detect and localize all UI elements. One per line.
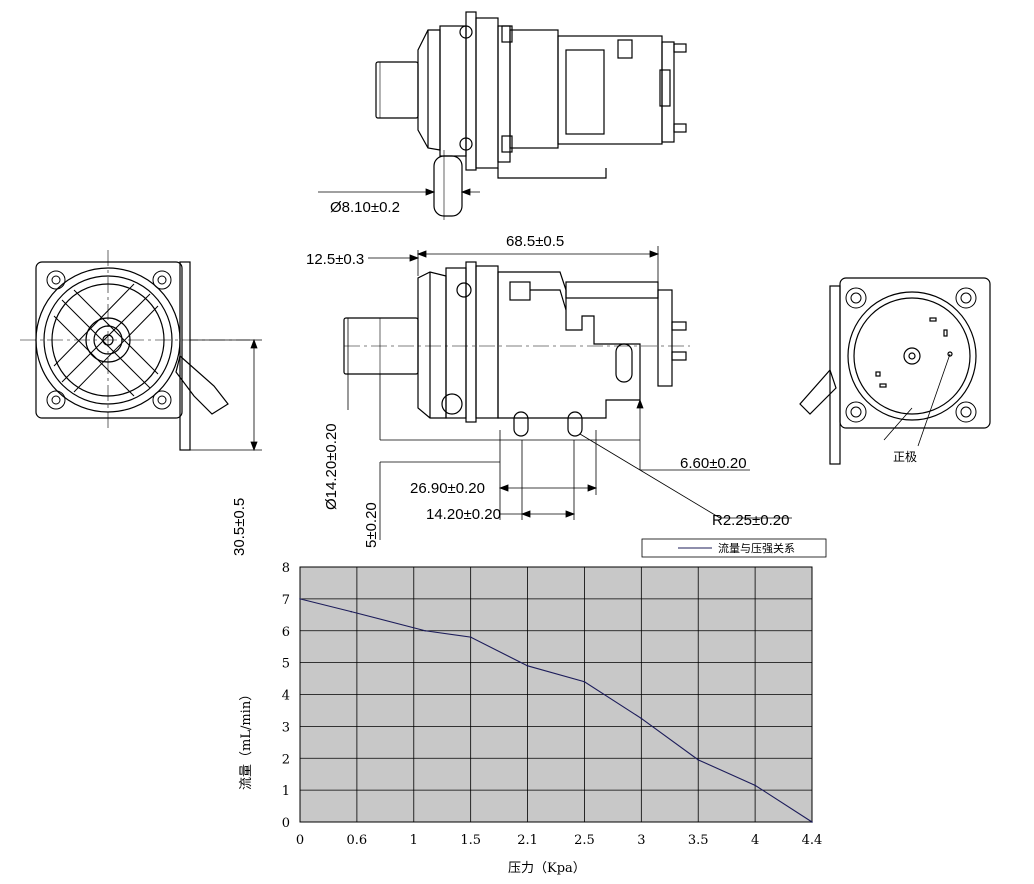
data-point [350,610,353,613]
front-view-drawing [343,261,690,437]
y-tick-label: 7 [282,593,290,608]
data-point [526,665,529,667]
x-tick-label: 3 [637,833,645,848]
x-tick-label: 4 [751,833,759,848]
data-point [424,629,426,632]
left-view-drawing [20,250,250,451]
mount-offset-label: 5±0.20 [363,502,380,548]
y-tick-label: 4 [282,689,290,704]
x-tick-label: 2.5 [574,833,595,848]
x-tick-label: 0 [296,833,304,848]
chart-grid [300,567,812,822]
height-label: 30.5±0.5 [231,498,248,556]
y-tick-label: 5 [282,657,290,672]
flow-pressure-chart: 0 1 2 3 4 5 6 7 8 0 0.6 1 1.5 2.1 2.5 3 3.5 4 4.4 流量与压强关系… [239,538,827,876]
data-point [811,821,813,823]
slot-radius-label: R2.25±0.20 [712,512,789,529]
right-view-drawing [799,277,991,465]
hole-spacing-a-label: 26.90±0.20 [410,480,485,497]
inlet-offset-label: 12.5±0.3 [306,251,364,268]
legend-label: 流量与压强关系 [718,541,795,555]
top-view-drawing [375,11,687,220]
y-axis-ticks: 0 1 2 3 4 5 6 7 8 [282,561,290,831]
x-tick-label: 4.4 [802,833,823,848]
x-tick-label: 2.1 [517,833,538,848]
height-dimension [190,338,262,452]
y-tick-label: 3 [282,720,290,735]
y-tick-label: 1 [282,784,290,799]
front-view-dimensions [347,246,792,540]
hole-spacing-b-label: 14.20±0.20 [426,506,501,523]
y-tick-label: 2 [282,752,290,767]
inlet-diameter-label: Ø14.20±0.20 [323,423,340,510]
y-tick-label: 6 [282,625,290,640]
data-point [697,759,700,761]
x-tick-label: 0.6 [347,833,368,848]
y-axis-title: 流量（mL/min） [239,688,254,790]
x-axis-ticks: 0 0.6 1 1.5 2.1 2.5 3 3.5 4 4.4 [296,833,822,848]
series-line [299,598,813,823]
y-tick-label: 0 [282,816,290,831]
body-length-label: 68.5±0.5 [506,233,564,250]
data-point [583,680,586,683]
data-point [640,717,643,720]
y-tick-label: 8 [282,561,290,576]
x-tick-label: 1.5 [460,833,481,848]
x-tick-label: 1 [410,833,418,848]
outlet-diameter-dimension [318,188,480,196]
data-point [299,598,301,600]
x-axis-title: 压力（Kpa） [508,861,586,876]
hole-offset-label: 6.60±0.20 [680,455,747,472]
outlet-diameter-label: Ø8.10±0.2 [330,199,400,216]
positive-terminal-label: 正极 [893,450,917,464]
data-point [754,784,756,787]
x-tick-label: 3.5 [688,833,709,848]
data-point [469,636,472,638]
chart-legend [641,538,827,558]
chart-series [299,598,813,823]
